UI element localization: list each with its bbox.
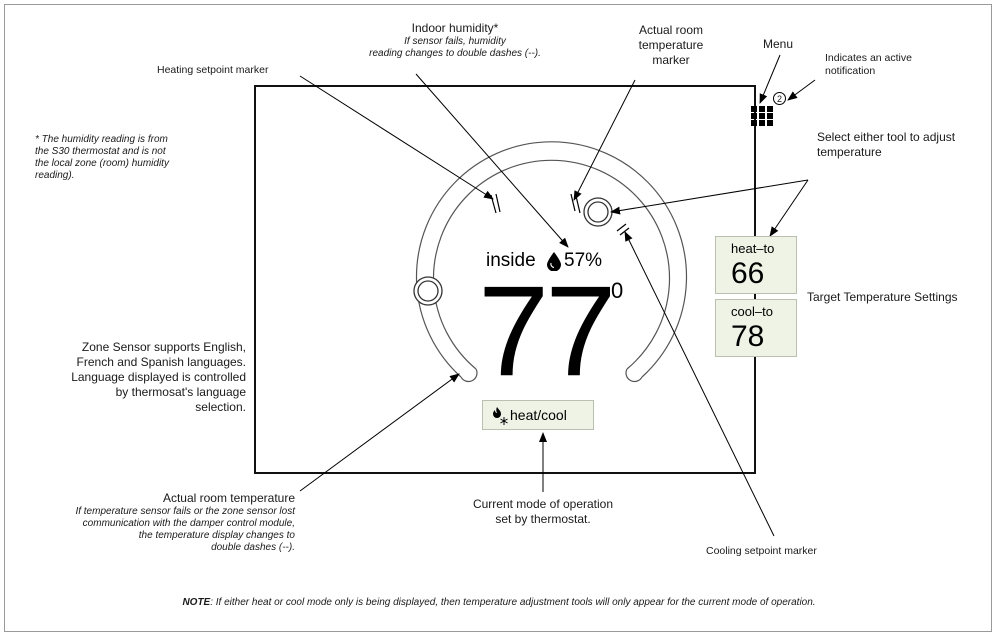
note-body: : If either heat or cool mode only is be… bbox=[210, 597, 816, 608]
mode-desc-line-1: Current mode of operation bbox=[472, 497, 614, 511]
heating-marker-label: Heating setpoint marker bbox=[157, 64, 269, 76]
footnote-line-1: * The humidity reading is from bbox=[35, 134, 168, 145]
dial-end-left bbox=[460, 368, 478, 383]
actual-temp-sub-1: If temperature sensor fails or the zone … bbox=[75, 506, 295, 517]
notification-callout: Indicates an active notification bbox=[825, 52, 912, 78]
select-tool-line-2: temperature bbox=[817, 145, 882, 159]
heat-adjust-knob[interactable] bbox=[413, 276, 443, 306]
leader-heating-marker bbox=[299, 75, 494, 200]
note-prefix: NOTE bbox=[182, 597, 211, 608]
leader-menu bbox=[759, 54, 781, 104]
leader-actual-temp bbox=[299, 373, 460, 492]
language-line-4: by thermosat's language bbox=[115, 385, 246, 399]
actual-marker-callout: Actual room temperature marker bbox=[606, 23, 736, 68]
mode-label: heat/cool bbox=[510, 407, 567, 423]
language-line-5: selection. bbox=[195, 400, 246, 414]
notification-line-1: Indicates an active bbox=[825, 52, 912, 64]
cool-adjust-knob[interactable] bbox=[583, 197, 613, 227]
leader-actual-marker bbox=[573, 79, 636, 201]
actual-temp-callout: Actual room temperature If temperature s… bbox=[0, 491, 295, 554]
actual-temp-sub-3: the temperature display changes to bbox=[138, 530, 295, 541]
humidity-callout: Indoor humidity* If sensor fails, humidi… bbox=[335, 21, 575, 60]
actual-temp-sub-2: communication with the damper control mo… bbox=[82, 518, 295, 529]
actual-temp-title: Actual room temperature bbox=[162, 491, 295, 505]
cooling-marker-label: Cooling setpoint marker bbox=[706, 545, 817, 557]
notification-badge[interactable]: 2 bbox=[773, 92, 786, 105]
select-tool-callout: Select either tool to adjust temperature bbox=[817, 130, 955, 160]
notification-line-2: notification bbox=[825, 65, 876, 77]
language-callout: Zone Sensor supports English, French and… bbox=[0, 340, 246, 415]
cool-to-value: 78 bbox=[731, 320, 765, 353]
note-text: NOTE: If either heat or cool mode only i… bbox=[0, 597, 998, 608]
actual-marker-line-1: Actual room bbox=[638, 23, 704, 37]
heat-to-label: heat–to bbox=[731, 241, 775, 256]
heating-setpoint-marker bbox=[490, 193, 501, 214]
language-line-3: Language displayed is controlled bbox=[71, 370, 246, 384]
footnote-line-4: reading). bbox=[35, 170, 75, 181]
mode-indicator[interactable]: heat/cool bbox=[482, 400, 594, 430]
humidity-drop-icon bbox=[547, 252, 561, 271]
footnote-line-2: the S30 thermostat and is not bbox=[35, 146, 166, 157]
menu-grid-icon[interactable] bbox=[751, 101, 777, 127]
leader-notification bbox=[787, 79, 816, 101]
menu-label: Menu bbox=[763, 37, 794, 51]
room-temperature: 77 bbox=[478, 260, 616, 403]
mode-callout: Current mode of operation set by thermos… bbox=[423, 497, 663, 527]
inside-label: inside bbox=[486, 250, 536, 271]
language-line-1: Zone Sensor supports English, bbox=[81, 340, 246, 354]
cool-to-setting[interactable]: cool–to 78 bbox=[715, 299, 797, 357]
mode-desc-line-2: set by thermostat. bbox=[495, 512, 591, 526]
heat-to-setting[interactable]: heat–to 66 bbox=[715, 236, 797, 294]
humidity-callout-sub-1: If sensor fails, humidity bbox=[404, 36, 506, 47]
figure-frame bbox=[4, 4, 992, 632]
leader-select-tool-b bbox=[769, 179, 809, 237]
language-line-2: French and Spanish languages. bbox=[76, 355, 246, 369]
target-settings-label: Target Temperature Settings bbox=[807, 290, 958, 304]
actual-marker-line-2: temperature bbox=[638, 38, 704, 52]
actual-temp-sub-4: double dashes (--). bbox=[211, 542, 295, 553]
dial-end-right bbox=[625, 368, 643, 383]
humidity-footnote: * The humidity reading is from the S30 t… bbox=[35, 134, 169, 182]
cool-to-label: cool–to bbox=[731, 304, 773, 319]
heat-to-value: 66 bbox=[731, 257, 765, 290]
heat-cool-mode-icon bbox=[493, 407, 508, 425]
leader-humidity bbox=[415, 73, 569, 248]
humidity-callout-sub-2: reading changes to double dashes (--). bbox=[369, 48, 541, 59]
humidity-callout-title: Indoor humidity* bbox=[411, 21, 499, 35]
actual-marker-line-3: marker bbox=[652, 53, 690, 67]
humidity-value: 57% bbox=[564, 250, 603, 271]
leader-cooling-marker bbox=[624, 231, 775, 537]
leader-select-tool-a bbox=[610, 179, 809, 215]
footnote-line-3: the local zone (room) humidity bbox=[35, 158, 169, 169]
cooling-setpoint-marker bbox=[616, 223, 630, 236]
select-tool-line-1: Select either tool to adjust bbox=[817, 130, 956, 144]
degree-symbol: 0 bbox=[611, 278, 624, 303]
